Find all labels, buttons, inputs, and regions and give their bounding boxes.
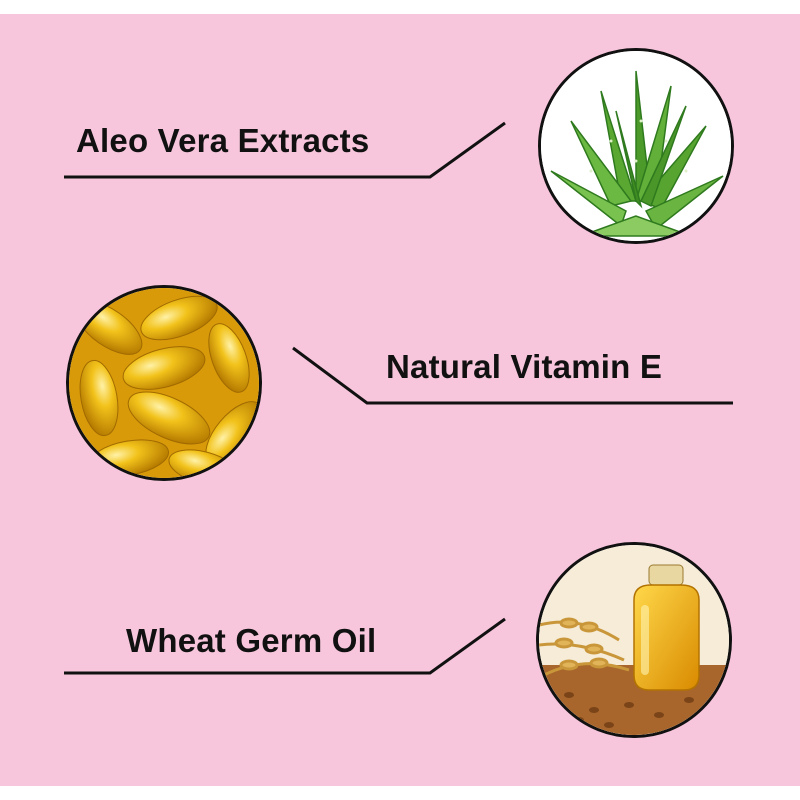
leader-line-wheat: [64, 617, 506, 675]
aloe-vera-image: [538, 48, 734, 244]
leader-line-aloe: [64, 121, 506, 179]
vitamin-e-capsules-image: [66, 285, 262, 481]
ingredient-label-aloe: Aleo Vera Extracts: [76, 122, 370, 159]
wheat-germ-oil-image: [536, 542, 732, 738]
leader-line-vitamin: [292, 346, 733, 405]
ingredient-label-vitamin-e: Natural Vitamin E: [386, 348, 663, 385]
ingredient-label-wheat-germ: Wheat Germ Oil: [126, 622, 377, 659]
ingredients-panel: Aleo Vera Extracts: [0, 14, 800, 786]
leader-lines: [64, 121, 733, 675]
